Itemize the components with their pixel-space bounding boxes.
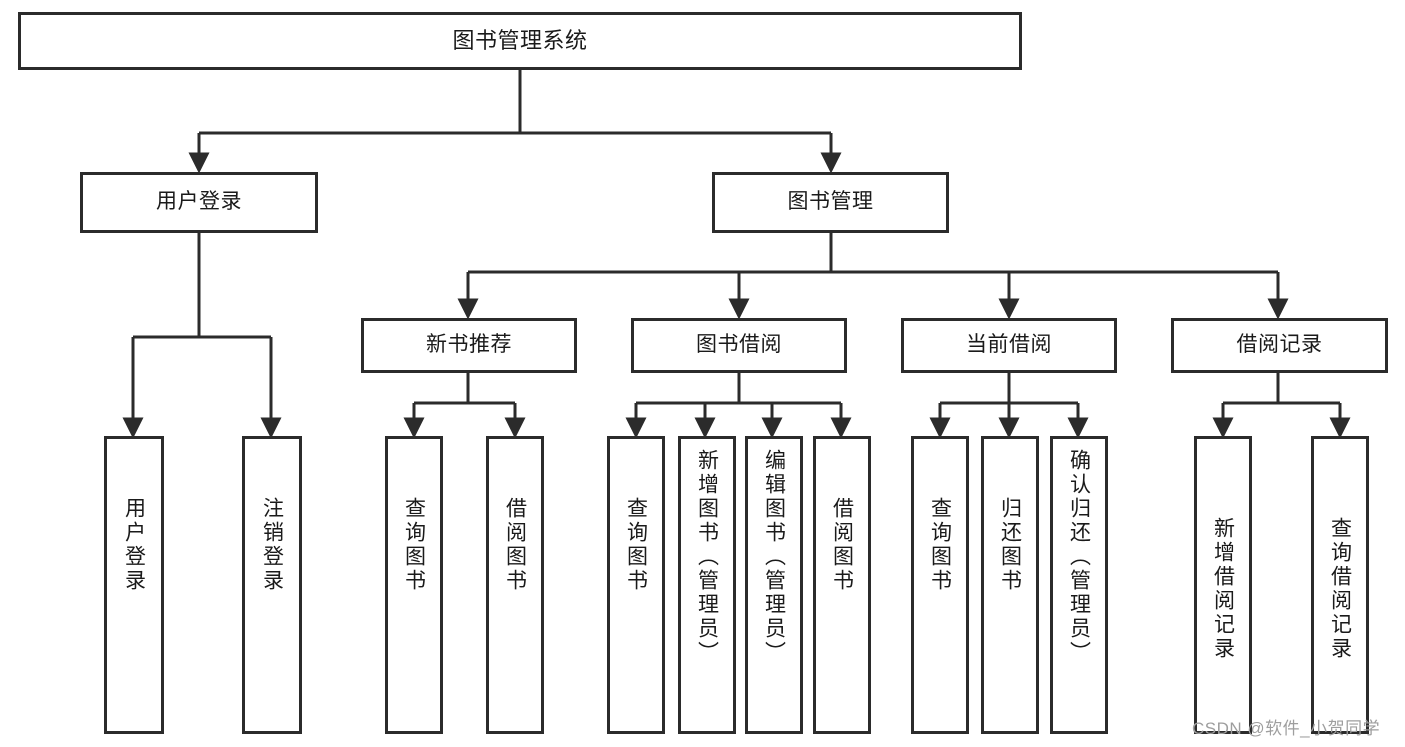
- leaf-current-borrow-return[interactable]: 归还图书: [981, 436, 1039, 734]
- leaf-current-borrow-query-label: 查询图书: [928, 497, 952, 593]
- leaf-book-borrow-query[interactable]: 查询图书: [607, 436, 665, 734]
- node-borrow-record-label: 借阅记录: [1236, 333, 1323, 357]
- node-book-borrow-label: 图书借阅: [696, 333, 782, 357]
- leaf-book-borrow-edit[interactable]: 编辑图书（管理员）: [745, 436, 803, 734]
- leaf-current-borrow-query[interactable]: 查询图书: [911, 436, 969, 734]
- leaf-borrow-record-query[interactable]: 查询借阅记录: [1311, 436, 1369, 734]
- leaf-user-login-signin-label: 用户登录: [122, 497, 146, 593]
- leaf-current-borrow-confirm[interactable]: 确认归还（管理员）: [1050, 436, 1108, 734]
- node-user-login[interactable]: 用户登录: [80, 172, 318, 233]
- leaf-new-book-borrow[interactable]: 借阅图书: [486, 436, 544, 734]
- leaf-book-borrow-borrow-label: 借阅图书: [830, 497, 854, 593]
- node-user-login-label: 用户登录: [156, 190, 242, 214]
- leaf-new-book-query[interactable]: 查询图书: [385, 436, 443, 734]
- leaf-borrow-record-query-label: 查询借阅记录: [1328, 517, 1352, 661]
- leaf-book-borrow-add[interactable]: 新增图书（管理员）: [678, 436, 736, 734]
- node-book-manage[interactable]: 图书管理: [712, 172, 949, 233]
- node-new-book-recommend[interactable]: 新书推荐: [361, 318, 577, 373]
- node-book-borrow[interactable]: 图书借阅: [631, 318, 847, 373]
- node-new-book-recommend-label: 新书推荐: [426, 333, 512, 357]
- node-root-system-label: 图书管理系统: [452, 28, 588, 54]
- leaf-current-borrow-return-label: 归还图书: [998, 497, 1022, 593]
- leaf-new-book-query-label: 查询图书: [402, 497, 426, 593]
- node-current-borrow[interactable]: 当前借阅: [901, 318, 1117, 373]
- node-root-system[interactable]: 图书管理系统: [18, 12, 1022, 70]
- csdn-watermark: CSDN @软件_小贺同学: [1192, 719, 1381, 738]
- leaf-new-book-borrow-label: 借阅图书: [503, 497, 527, 593]
- leaf-book-borrow-borrow[interactable]: 借阅图书: [813, 436, 871, 734]
- node-book-manage-label: 图书管理: [787, 190, 874, 214]
- leaf-user-login-signout[interactable]: 注销登录: [242, 436, 302, 734]
- node-current-borrow-label: 当前借阅: [966, 333, 1052, 357]
- leaf-book-borrow-add-label: 新增图书（管理员）: [695, 449, 719, 665]
- leaf-borrow-record-add[interactable]: 新增借阅记录: [1194, 436, 1252, 734]
- leaf-borrow-record-add-label: 新增借阅记录: [1211, 517, 1235, 661]
- node-borrow-record[interactable]: 借阅记录: [1171, 318, 1388, 373]
- leaf-book-borrow-query-label: 查询图书: [624, 497, 648, 593]
- leaf-current-borrow-confirm-label: 确认归还（管理员）: [1067, 449, 1091, 665]
- leaf-book-borrow-edit-label: 编辑图书（管理员）: [762, 449, 786, 665]
- leaf-user-login-signin[interactable]: 用户登录: [104, 436, 164, 734]
- leaf-user-login-signout-label: 注销登录: [260, 497, 284, 593]
